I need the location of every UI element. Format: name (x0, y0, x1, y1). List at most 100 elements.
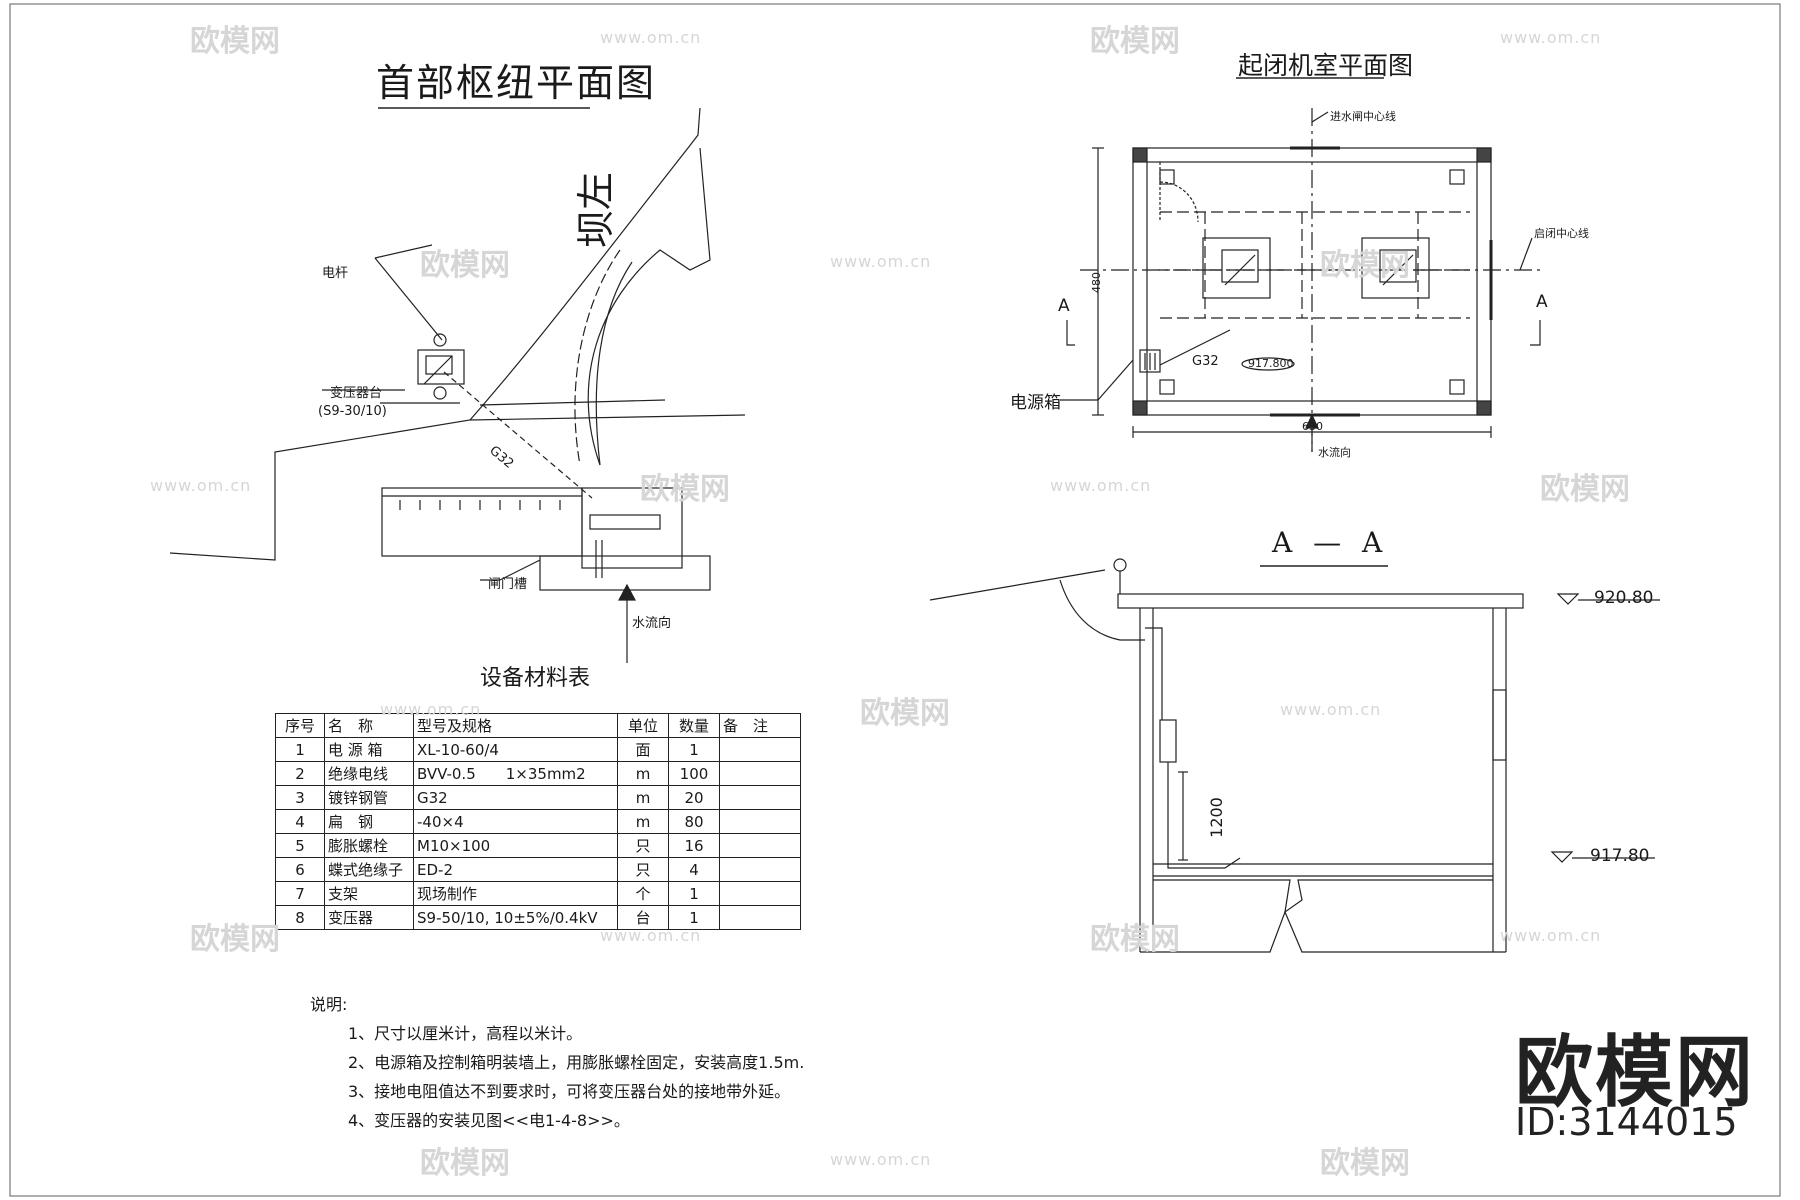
table-cell: 5 (275, 833, 325, 858)
section-slab (1117, 593, 1524, 953)
watermark-url: www.om.cn (1050, 476, 1152, 495)
power-box-label: 电源箱 (1010, 393, 1061, 413)
section-title: A — A (1272, 526, 1389, 559)
table-cell (719, 857, 801, 882)
watermark: 欧模网 (1320, 248, 1410, 283)
room-plan-walls (1132, 146, 1493, 417)
table-cell (719, 761, 801, 786)
power-line-route (322, 244, 593, 581)
table-row: 5 膨胀螺栓 M10×100 只 16 (275, 833, 801, 858)
brand-id: ID:3144015 (1515, 1100, 1738, 1144)
table-cell: 8 (275, 905, 325, 930)
table-row: 7 支架 现场制作 个 1 (275, 881, 801, 906)
note-item: 1、尺寸以厘米计，高程以米计。 (348, 1024, 583, 1043)
table-cell: m (617, 761, 669, 786)
table-row: 6 蝶式绝缘子 ED-2 只 4 (275, 857, 801, 882)
table-cell: G32 (413, 785, 618, 810)
header-name: 名 称 (324, 713, 414, 738)
flow-arrow-site (618, 583, 636, 663)
gate-slot-label: 闸门槽 (488, 577, 528, 592)
room-elevation-label: 917.800 (1248, 357, 1294, 370)
watermark-url: www.om.cn (380, 700, 482, 719)
table-cell: 16 (668, 833, 720, 858)
table-cell: 绝缘电线 (324, 761, 414, 786)
sheet-border (9, 3, 1781, 1197)
table-cell: 100 (668, 761, 720, 786)
table-cell: 6 (275, 857, 325, 882)
elevation-floor-label: 917.80 (1590, 846, 1650, 866)
room-plan-flow-arrow (1305, 413, 1319, 452)
table-cell: 80 (668, 809, 720, 834)
header-no: 序号 (275, 713, 325, 738)
room-plan-interior (1139, 162, 1470, 395)
watermark-url: www.om.cn (830, 252, 932, 271)
header-spec: 型号及规格 (413, 713, 618, 738)
pole-label: 电杆 (322, 266, 349, 281)
table-cell (719, 833, 801, 858)
table-cell: 台 (617, 905, 669, 930)
section-cable-route (929, 558, 1241, 869)
section-cut-marks (1060, 320, 1541, 401)
table-cell: 1 (275, 737, 325, 762)
table-cell: 7 (275, 881, 325, 906)
flow-direction-room-label: 水流向 (1318, 446, 1351, 459)
table-cell: 现场制作 (413, 881, 618, 906)
header-unit: 单位 (617, 713, 669, 738)
table-cell: 20 (668, 785, 720, 810)
table-cell: 膨胀螺栓 (324, 833, 414, 858)
table-cell (719, 809, 801, 834)
table-cell (719, 785, 801, 810)
table-cell: 只 (617, 833, 669, 858)
table-cell: 1 (668, 881, 720, 906)
table-header-row: 序号 名 称 型号及规格 单位 数量 备 注 (275, 713, 801, 738)
table-cell (719, 905, 801, 930)
transformer-platform-label: 变压器台 (330, 386, 383, 401)
watermark: 欧模网 (1320, 1146, 1410, 1181)
notes-block: 说明: 1、尺寸以厘米计，高程以米计。 2、电源箱及控制箱明装墙上，用膨胀螺栓固… (310, 990, 804, 1135)
site-plan-title: 首部枢纽平面图 (376, 61, 657, 105)
table-cell: -40×4 (413, 809, 618, 834)
dam-label: 坝左 (574, 171, 618, 248)
intake-structure (381, 487, 711, 591)
note-item: 2、电源箱及控制箱明装墙上，用膨胀螺栓固定，安装高度1.5m. (348, 1053, 805, 1072)
table-cell: 4 (275, 809, 325, 834)
inlet-centerline-label: 进水闸中心线 (1330, 110, 1396, 123)
table-cell: 镀锌钢管 (324, 785, 414, 810)
brand-logo: 欧模网 (1515, 1028, 1756, 1118)
watermark-url: www.om.cn (1500, 28, 1602, 47)
watermark: 欧模网 (190, 922, 280, 957)
install-height-label: 1200 (1206, 797, 1226, 838)
notes-heading: 说明: (310, 995, 348, 1014)
room-plan-title: 起闭机室平面图 (1238, 51, 1414, 80)
watermark-url: www.om.cn (1500, 926, 1602, 945)
watermark: 欧模网 (420, 1146, 510, 1181)
watermark-url: www.om.cn (1280, 700, 1382, 719)
conduit-room-label: G32 (1192, 354, 1219, 369)
table-cell: S9-50/10, 10±5%/0.4kV (413, 905, 618, 930)
watermark-url: www.om.cn (600, 28, 702, 47)
table-cell: XL-10-60/4 (413, 737, 618, 762)
table-cell: 个 (617, 881, 669, 906)
equipment-table: 序号 名 称 型号及规格 单位 数量 备 注 1 电 源 箱 XL-10-60/… (275, 713, 801, 930)
transformer-platform (417, 333, 465, 400)
note-item: 3、接地电阻值达不到要求时，可将变压器台处的接地带外延。 (348, 1082, 791, 1101)
section-mark-right: A (1536, 292, 1548, 312)
table-cell: 面 (617, 737, 669, 762)
table-cell: M10×100 (413, 833, 618, 858)
watermark-url: www.om.cn (150, 476, 252, 495)
dam-outline (169, 107, 746, 561)
table-cell (719, 737, 801, 762)
table-cell (719, 881, 801, 906)
table-cell: 3 (275, 785, 325, 810)
watermark: 欧模网 (1090, 922, 1180, 957)
table-cell: 1 (668, 737, 720, 762)
watermark: 欧模网 (420, 248, 510, 283)
watermark: 欧模网 (640, 472, 730, 507)
table-cell: 变压器 (324, 905, 414, 930)
watermark: 欧模网 (1540, 472, 1630, 507)
table-cell: 2 (275, 761, 325, 786)
table-cell: 扁 钢 (324, 809, 414, 834)
hoist-centerline-label: 启闭中心线 (1534, 227, 1589, 240)
header-remark: 备 注 (719, 713, 801, 738)
